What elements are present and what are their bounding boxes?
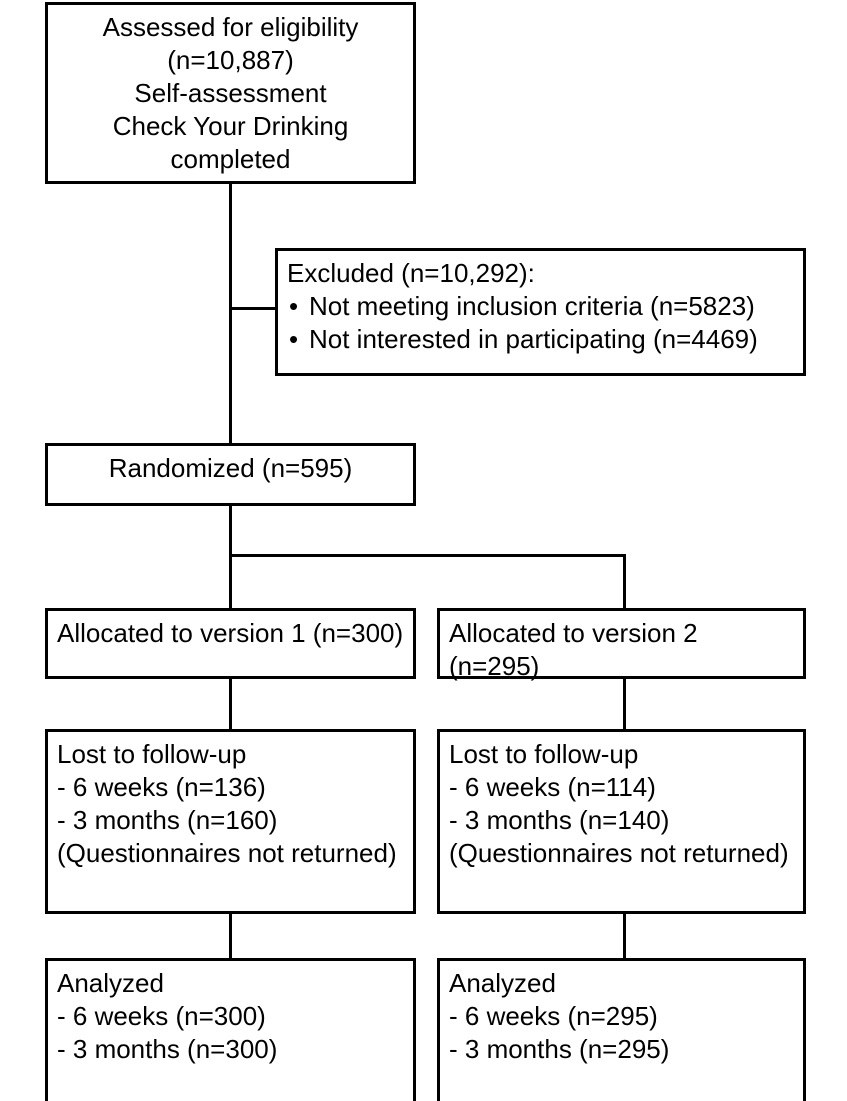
analyzed-1-line-2: - 6 weeks (n=300) bbox=[57, 1001, 266, 1031]
node-randomized: Randomized (n=595) bbox=[45, 443, 416, 506]
lost-2-line-2: - 6 weeks (n=114) bbox=[449, 772, 656, 802]
analyzed-2-line-3: - 3 months (n=295) bbox=[449, 1034, 670, 1064]
assessed-line-2: (n=10,887) bbox=[167, 45, 294, 75]
connector-allocation-1-to-lost-1 bbox=[229, 678, 232, 731]
analyzed-2-line-1: Analyzed bbox=[449, 968, 556, 998]
assessed-line-4: Check Your Drinking bbox=[112, 111, 349, 141]
connector-to-excluded bbox=[229, 307, 277, 310]
excluded-heading: Excluded (n=10,292): bbox=[287, 258, 535, 288]
connector-lost-1-to-analyzed-1 bbox=[229, 912, 232, 960]
analyzed-1-line-1: Analyzed bbox=[57, 968, 164, 998]
allocation-1-line-1: Allocated to version 1 (n=300) bbox=[57, 618, 404, 648]
node-allocated-version-1: Allocated to version 1 (n=300) bbox=[45, 608, 416, 679]
connector-split-to-allocation-1 bbox=[229, 554, 232, 610]
node-lost-to-follow-up-version-2: Lost to follow-up - 6 weeks (n=114) - 3 … bbox=[437, 729, 806, 914]
lost-2-line-1: Lost to follow-up bbox=[449, 739, 639, 769]
lost-2-line-4: (Questionnaires not returned) bbox=[449, 838, 789, 868]
assessed-line-3: Self-assessment bbox=[134, 78, 327, 108]
assessed-line-1: Assessed for eligibility bbox=[102, 12, 359, 42]
connector-split-to-allocation-2 bbox=[623, 554, 626, 610]
lost-1-line-2: - 6 weeks (n=136) bbox=[57, 772, 266, 802]
node-analyzed-version-1: Analyzed - 6 weeks (n=300) - 3 months (n… bbox=[45, 958, 416, 1101]
node-analyzed-version-2: Analyzed - 6 weeks (n=295) - 3 months (n… bbox=[437, 958, 806, 1101]
allocation-2-line-1: Allocated to version 2 (n=295) bbox=[449, 618, 698, 681]
connector-allocation-split-bar bbox=[229, 554, 626, 557]
connector-allocation-2-to-lost-2 bbox=[623, 678, 626, 731]
node-allocated-version-2: Allocated to version 2 (n=295) bbox=[437, 608, 806, 681]
analyzed-2-line-2: - 6 weeks (n=295) bbox=[449, 1001, 658, 1031]
lost-1-line-4: (Questionnaires not returned) bbox=[57, 838, 397, 868]
node-lost-to-follow-up-version-1: Lost to follow-up - 6 weeks (n=136) - 3 … bbox=[45, 729, 416, 914]
connector-assessed-to-randomized bbox=[229, 183, 232, 445]
analyzed-1-line-3: - 3 months (n=300) bbox=[57, 1034, 278, 1064]
assessed-line-5: completed bbox=[170, 144, 291, 174]
excluded-reason-item: Not meeting inclusion criteria (n=5823) bbox=[287, 290, 794, 323]
node-assessed-for-eligibility: Assessed for eligibility (n=10,887) Self… bbox=[45, 2, 416, 184]
lost-1-line-1: Lost to follow-up bbox=[57, 739, 247, 769]
node-excluded: Excluded (n=10,292): Not meeting inclusi… bbox=[275, 248, 806, 376]
lost-2-line-3: - 3 months (n=140) bbox=[449, 805, 670, 835]
randomized-line-1: Randomized (n=595) bbox=[108, 453, 353, 483]
lost-1-line-3: - 3 months (n=160) bbox=[57, 805, 278, 835]
excluded-reason-item: Not interested in participating (n=4469) bbox=[287, 323, 794, 356]
connector-lost-2-to-analyzed-2 bbox=[623, 912, 626, 960]
connector-randomized-split-stem bbox=[229, 505, 232, 557]
excluded-reason-list: Not meeting inclusion criteria (n=5823) … bbox=[287, 290, 794, 356]
